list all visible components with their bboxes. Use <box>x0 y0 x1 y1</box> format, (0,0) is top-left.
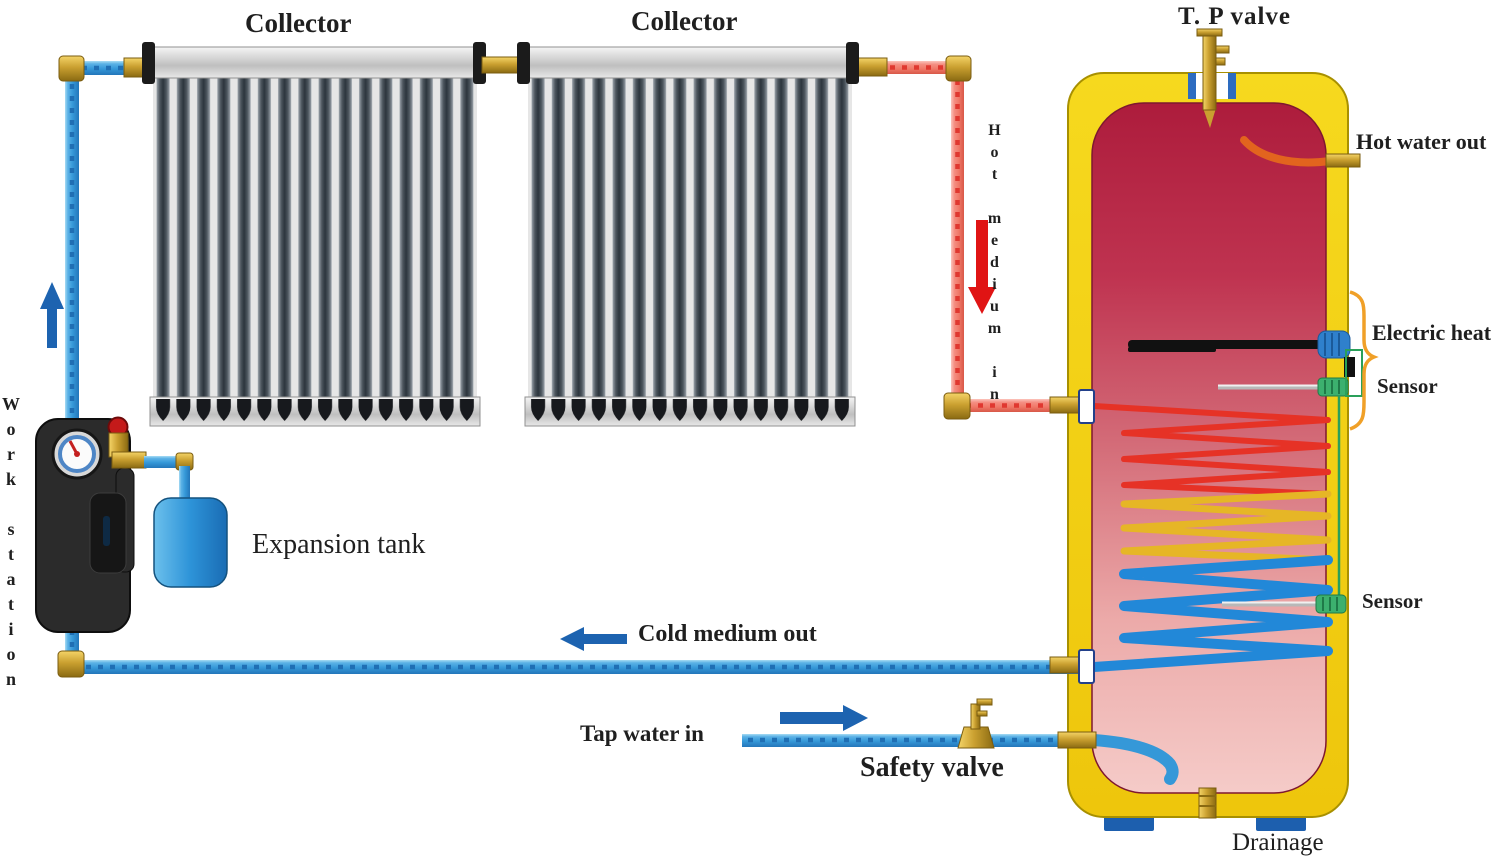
sensor-upper <box>1218 377 1349 397</box>
hot-water-out-label: Hot water out <box>1356 129 1487 154</box>
cold-medium-arrow-left <box>560 627 627 651</box>
drainage-label: Drainage <box>1232 829 1324 856</box>
work-station-label: Work station <box>1 394 21 694</box>
drainage-pipe <box>1198 787 1217 819</box>
electric-heater <box>1128 330 1351 359</box>
tank-foot-right <box>1256 814 1306 831</box>
expansion-tank-label: Expansion tank <box>252 529 426 560</box>
hot-medium-arrow-down <box>968 220 996 314</box>
cold-medium-out-label: Cold medium out <box>638 621 817 647</box>
safety-valve <box>957 698 995 749</box>
collector-right-tubes <box>528 78 852 400</box>
sensor-wiring <box>1337 290 1379 600</box>
sensor-lower-label: Sensor <box>1362 589 1423 613</box>
tp-valve <box>1188 28 1236 128</box>
hot-water-out-pipe <box>1240 136 1361 168</box>
coil-warm-section <box>1120 490 1332 564</box>
collector-left <box>142 42 486 427</box>
expansion-tank <box>153 497 228 588</box>
collector-right-label: Collector <box>631 6 738 36</box>
cold-riser-pipe <box>65 80 79 422</box>
sensor-upper-label: Sensor <box>1377 374 1438 398</box>
cold-outlet-flange <box>1078 649 1095 684</box>
tank-foot-left <box>1104 814 1154 831</box>
collector-coupling <box>481 56 523 74</box>
work-station-unit <box>35 416 147 633</box>
collector-left-tubes <box>153 78 477 400</box>
collector-right-manifold <box>524 46 856 79</box>
tp-valve-label: T. P valve <box>1178 3 1292 30</box>
collector-left-manifold <box>149 46 481 79</box>
collector-left-label: Collector <box>245 8 352 38</box>
hot-inlet-flange <box>1078 389 1095 424</box>
hot-medium-in-label: Hot medium in <box>986 122 1003 408</box>
heater-bracket <box>1349 290 1379 431</box>
tap-water-arrow-right <box>780 705 868 731</box>
safety-valve-label: Safety valve <box>860 752 1004 783</box>
coil-hot-section <box>1091 403 1331 497</box>
flow-arrow-up <box>40 282 64 348</box>
expansion-tank-assembly <box>144 452 228 588</box>
sensor-lower <box>1222 594 1347 614</box>
heat-exchanger-coil <box>1089 403 1333 672</box>
coil-cold-section <box>1089 555 1333 672</box>
tap-water-in-label: Tap water in <box>580 721 704 746</box>
electric-heat-label: Electric heat <box>1372 320 1492 345</box>
collector-right <box>517 42 859 427</box>
